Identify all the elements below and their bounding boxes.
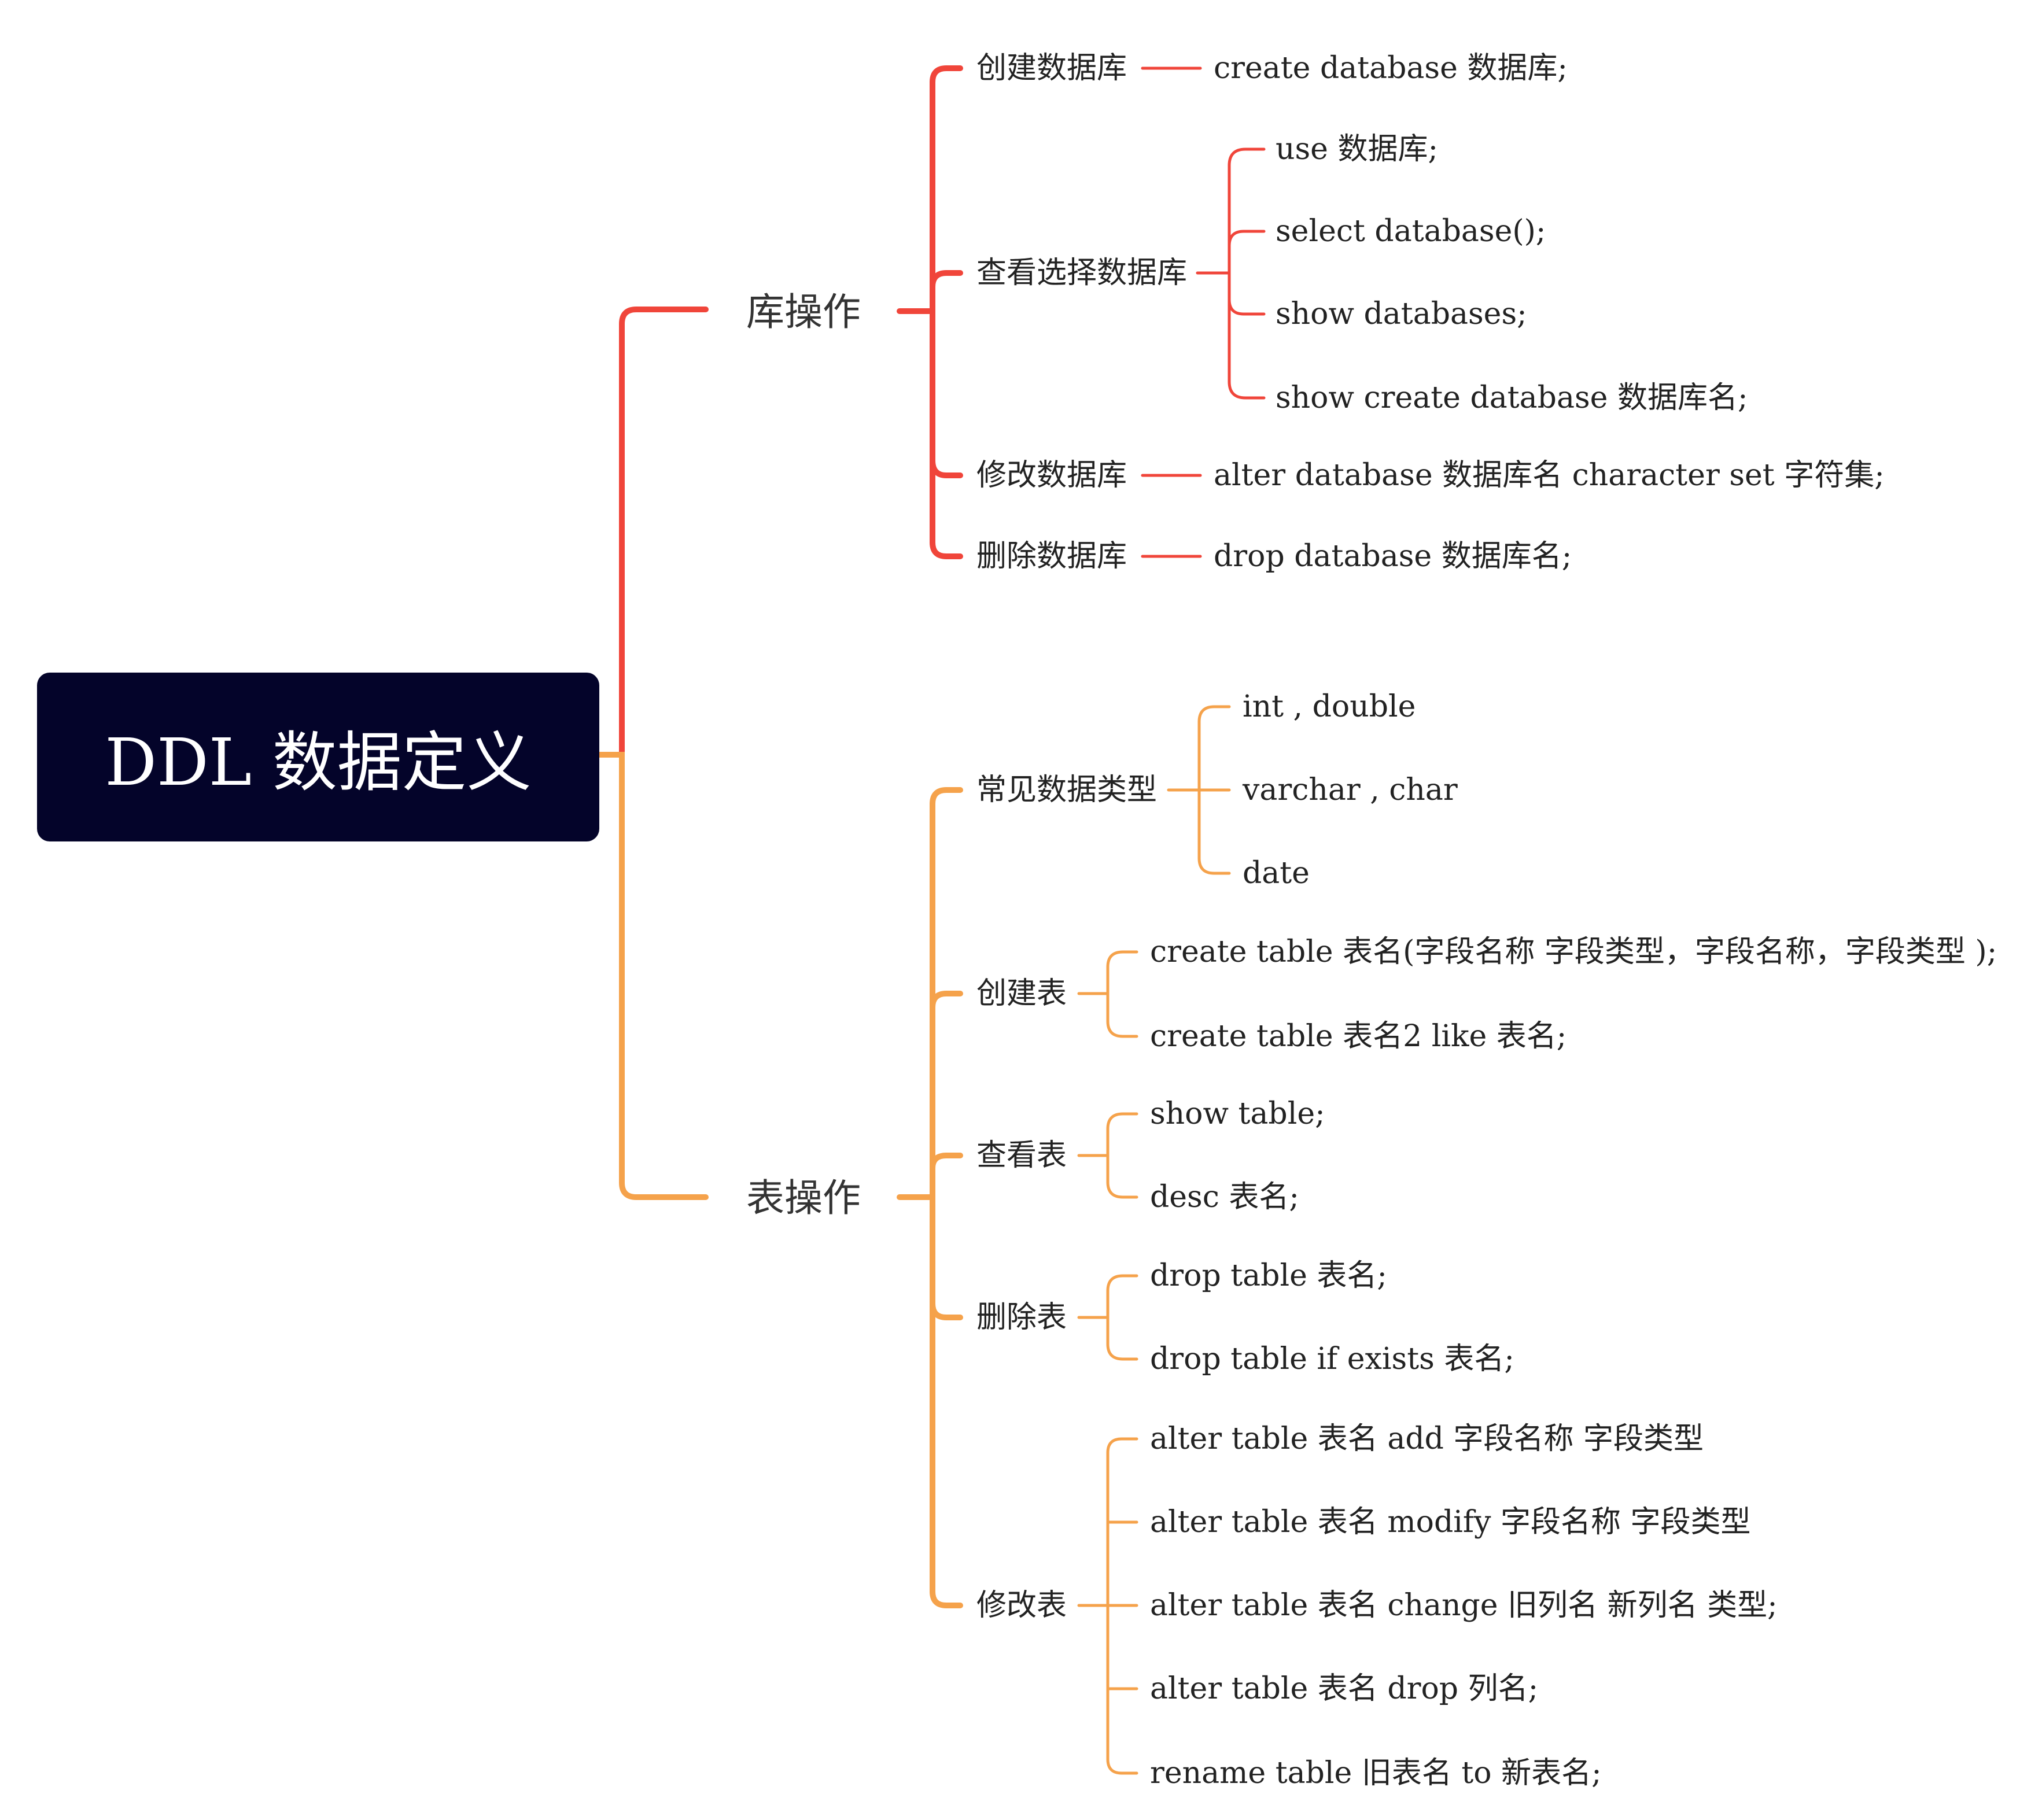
branch-table-operations[interactable]: 表操作 <box>746 1176 861 1220</box>
leaf-type-int-double: int , double <box>1243 689 1416 724</box>
node-view-select-database[interactable]: 查看选择数据库 <box>976 256 1188 290</box>
connector-database-leaves <box>1141 67 1266 558</box>
branch-database-operations[interactable]: 库操作 <box>746 290 861 334</box>
leaf-select-database-sql: select database(); <box>1276 214 1546 249</box>
node-alter-table[interactable]: 修改表 <box>976 1588 1067 1623</box>
leaf-create-table-like-sql: create table 表名2 like 表名; <box>1150 1019 1567 1054</box>
leaf-type-varchar-char: varchar , char <box>1243 773 1458 807</box>
connector-root-database <box>596 307 709 758</box>
node-create-database[interactable]: 创建数据库 <box>976 51 1127 86</box>
leaf-create-database-sql: create database 数据库; <box>1214 51 1568 86</box>
leaf-show-table-sql: show table; <box>1150 1097 1325 1131</box>
leaf-use-database-sql: use 数据库; <box>1276 132 1438 167</box>
node-drop-table[interactable]: 删除表 <box>976 1300 1067 1335</box>
leaf-show-databases-sql: show databases; <box>1276 297 1527 331</box>
leaf-drop-database-sql: drop database 数据库名; <box>1214 539 1572 574</box>
leaf-alter-table-drop-sql: alter table 表名 drop 列名; <box>1150 1671 1539 1706</box>
connector-root-table <box>596 752 709 1200</box>
leaf-rename-table-sql: rename table 旧表名 to 新表名; <box>1150 1756 1602 1791</box>
leaf-alter-table-change-sql: alter table 表名 change 旧列名 新列名 类型; <box>1150 1588 1778 1623</box>
root-node[interactable]: DDL 数据定义 <box>37 673 599 841</box>
node-create-table[interactable]: 创建表 <box>976 976 1067 1011</box>
leaf-desc-table-sql: desc 表名; <box>1150 1180 1299 1214</box>
leaf-create-table-sql: create table 表名(字段名称 字段类型，字段名称，字段类型 ); <box>1150 935 1997 969</box>
leaf-alter-table-modify-sql: alter table 表名 modify 字段名称 字段类型 <box>1150 1505 1751 1540</box>
leaf-drop-table-if-exists-sql: drop table if exists 表名; <box>1150 1342 1514 1376</box>
leaf-show-create-database-sql: show create database 数据库名; <box>1276 381 1748 415</box>
leaf-alter-table-add-sql: alter table 表名 add 字段名称 字段类型 <box>1150 1422 1704 1456</box>
leaf-type-date: date <box>1243 856 1310 891</box>
leaf-alter-database-sql: alter database 数据库名 character set 字符集; <box>1214 458 1885 493</box>
connector-table-children <box>897 787 963 1608</box>
connector-database-children <box>897 65 963 559</box>
node-alter-database[interactable]: 修改数据库 <box>976 458 1127 493</box>
node-drop-database[interactable]: 删除数据库 <box>976 539 1127 574</box>
leaf-drop-table-sql: drop table 表名; <box>1150 1258 1387 1293</box>
node-view-table[interactable]: 查看表 <box>976 1138 1067 1173</box>
connector-table-leaves <box>1077 705 1231 1775</box>
node-common-data-types[interactable]: 常见数据类型 <box>976 773 1158 807</box>
